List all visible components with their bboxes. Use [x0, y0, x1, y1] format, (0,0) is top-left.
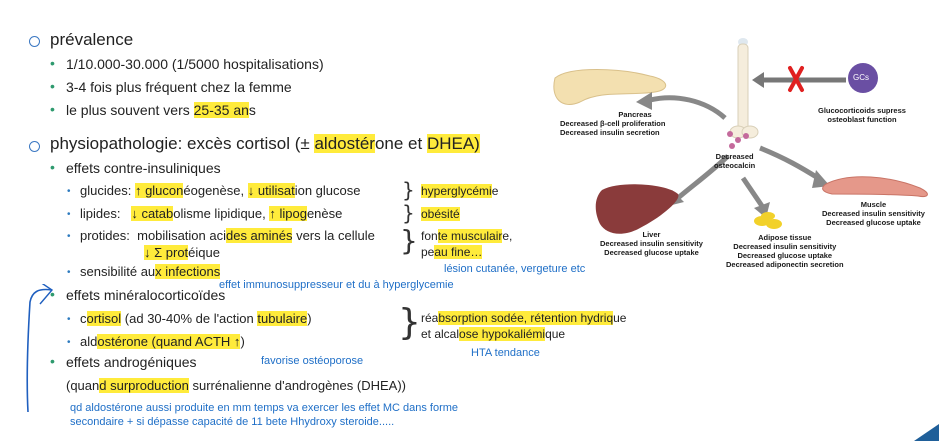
gcs-circle — [848, 63, 878, 93]
glucides-result: hyperglycémie — [421, 184, 499, 198]
brace: } — [402, 201, 415, 225]
cortisol-line: cortisol (ad 30-40% de l'action tubulair… — [80, 311, 312, 326]
liver-caption: Liver Decreased insulin sensitivity Decr… — [600, 230, 703, 257]
adipose-caption: Adipose tissue Decreased insulin sensiti… — [726, 233, 844, 269]
note-osteo: favorise ostéoporose — [261, 355, 364, 367]
protides-line-1: protides: mobilisation acides aminés ver… — [80, 228, 375, 243]
prevalence-item-2: 3-4 fois plus fréquent chez la femme — [66, 79, 292, 95]
mineralo-label: effets minéralocorticoïdes — [66, 287, 226, 303]
bullet-dot: • — [50, 78, 55, 94]
handwritten-bracket — [26, 284, 54, 413]
mineralo-result-2: et alcalose hypokaliémique — [421, 327, 566, 341]
section-title-prevalence: prévalence — [50, 30, 134, 49]
andro-line: (quand surproduction surrénalienne d'and… — [66, 378, 406, 393]
corner-decoration — [914, 424, 939, 441]
section-title-physio: physiopathologie: excès cortisol (± aldo… — [50, 134, 480, 153]
gcs-label: GCs — [853, 73, 869, 82]
brace: } — [400, 224, 418, 257]
block-x-icon — [788, 66, 804, 92]
infections-line: sensibilité aux infections — [80, 264, 221, 279]
arrow-to-pancreas — [649, 95, 727, 120]
prevalence-item-3: le plus souvent vers 25-35 ans — [66, 102, 256, 118]
note-bottom-1: qd aldostérone aussi produite en mm temp… — [70, 402, 459, 414]
pancreas-caption: Pancreas Decreased β-cell proliferation … — [560, 110, 666, 137]
muscle-image — [822, 176, 928, 197]
protides-line-2: ↓ Σ protéique — [144, 245, 220, 260]
brace: } — [402, 178, 415, 202]
liver-image — [595, 184, 679, 234]
bullet-dot: • — [50, 353, 55, 369]
sub-bullet: • — [67, 186, 71, 197]
prevalence-item-1: 1/10.000-30.000 (1/5000 hospitalisations… — [66, 56, 324, 72]
protides-result-1: fonte musculaire, — [421, 229, 513, 243]
arrow-to-adipose — [740, 176, 765, 208]
sub-bullet: • — [67, 337, 71, 348]
bullet-dot: • — [50, 159, 55, 175]
andro-label: effets androgéniques — [66, 354, 197, 370]
gcs-caption: Glucocorticoids supress osteoblast funct… — [818, 106, 906, 124]
sub-bullet: • — [67, 267, 71, 278]
note-immuno: effet immunosuppresseur et du à hypergly… — [219, 279, 454, 291]
mineralo-result-1: réabsorption sodée, rétention hydrique — [421, 311, 627, 325]
bone-image — [729, 38, 759, 139]
muscle-caption: Muscle Decreased insulin sensitivity Dec… — [822, 200, 925, 227]
brace: } — [398, 302, 421, 343]
lipides-result: obésité — [421, 207, 460, 221]
bullet-dot: • — [50, 286, 55, 302]
arrow-to-liver — [676, 154, 730, 200]
glucocorticoid-diagram — [553, 38, 928, 234]
aldosterone-line: aldostérone (quand ACTH ↑) — [80, 334, 245, 349]
contre-insuliniques-label: effets contre-insuliniques — [66, 160, 221, 176]
adipose-image — [754, 212, 782, 229]
note-hta: HTA tendance — [471, 347, 540, 359]
bullet-dot: • — [50, 55, 55, 71]
pancreas-image — [553, 69, 667, 105]
arrow-to-muscle — [759, 145, 820, 181]
bone-caption: Decreased osteocalcin — [714, 152, 756, 170]
section-bullet — [29, 141, 40, 152]
protides-result-2: peau fine… — [421, 245, 483, 259]
sub-bullet: • — [67, 314, 71, 325]
note-bottom-2: secondaire + si dépasse capacité de 11 b… — [70, 416, 395, 428]
bullet-dot: • — [50, 101, 55, 117]
note-lesion: lésion cutanée, vergeture etc — [444, 263, 586, 275]
sub-bullet: • — [67, 231, 71, 242]
lipides-line: lipides: ↓ catabolisme lipidique, ↑ lipo… — [80, 206, 343, 221]
osteocalcin-dots — [727, 131, 749, 149]
glucides-line: glucides: ↑ gluconéogenèse, ↓ utilisatio… — [80, 183, 361, 198]
section-bullet — [29, 36, 40, 47]
sub-bullet: • — [67, 209, 71, 220]
